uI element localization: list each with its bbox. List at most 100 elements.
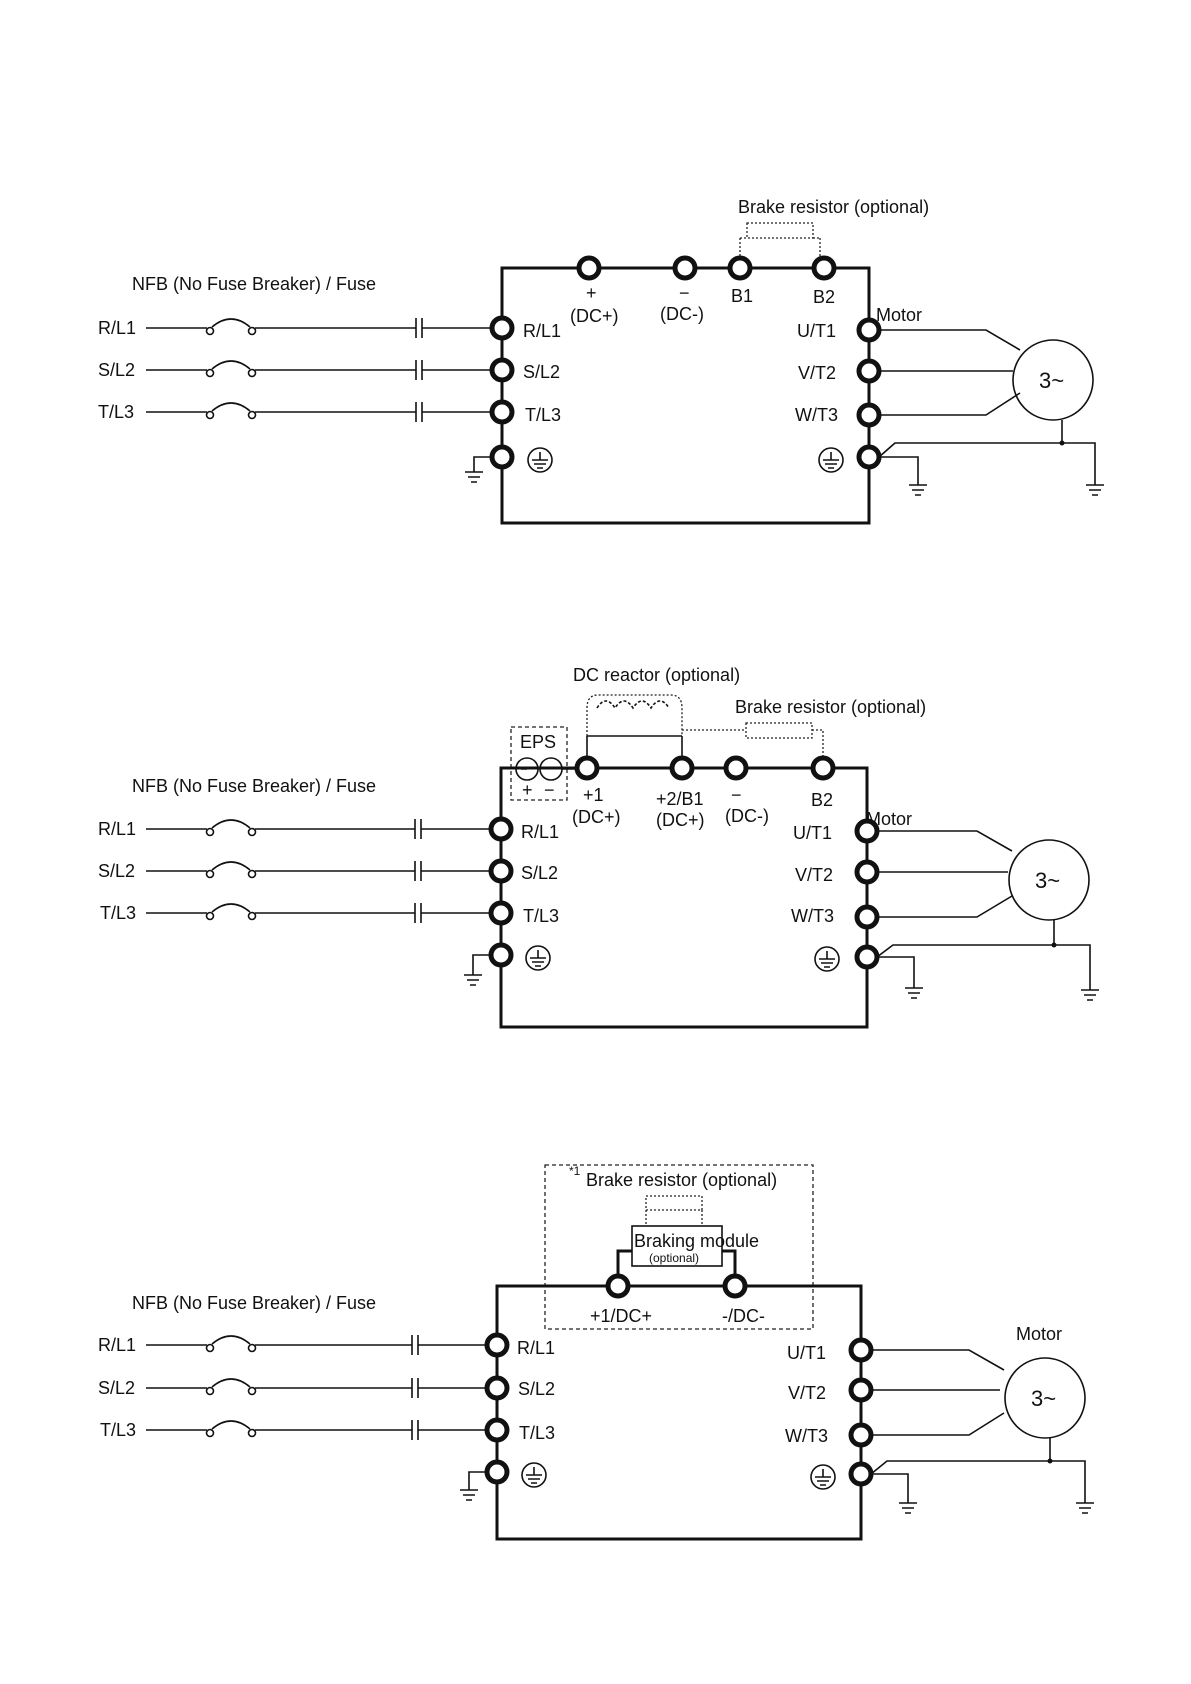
terminal bbox=[856, 402, 882, 428]
breaker-contact bbox=[211, 1378, 251, 1388]
terminal-dc-minus bbox=[672, 255, 698, 281]
breaker-contact bbox=[211, 1420, 251, 1430]
terminal bbox=[489, 357, 515, 383]
motor-ground-wire bbox=[870, 1438, 1094, 1514]
terminal-label: S/L2 bbox=[521, 863, 558, 883]
protective-earth-icon bbox=[818, 447, 844, 473]
terminal bbox=[856, 358, 882, 384]
terminal-b1 bbox=[727, 255, 753, 281]
motor-icon bbox=[1008, 839, 1090, 921]
ground-symbol-icon bbox=[871, 1473, 917, 1514]
breaker-contact bbox=[211, 1335, 251, 1345]
fuse-symbol bbox=[411, 1335, 419, 1355]
breaker-contact bbox=[211, 861, 251, 871]
eps-minus: − bbox=[544, 780, 555, 800]
terminal-plus-1-dc-plus bbox=[605, 1273, 631, 1299]
brake-resistor-label: Brake resistor (optional) bbox=[738, 197, 929, 217]
terminal bbox=[848, 1377, 874, 1403]
fuse-symbol bbox=[415, 402, 423, 422]
eps-lead bbox=[501, 767, 577, 770]
terminal bbox=[848, 1422, 874, 1448]
terminal-label: (DC-) bbox=[660, 304, 704, 324]
terminal-b2 bbox=[811, 255, 837, 281]
terminal bbox=[489, 399, 515, 425]
input-label: R/L1 bbox=[98, 1335, 136, 1355]
terminal bbox=[854, 859, 880, 885]
fuse-symbol bbox=[414, 903, 422, 923]
dc-reactor-label: DC reactor (optional) bbox=[573, 665, 740, 685]
brake-resistor-leads bbox=[682, 729, 824, 768]
nfb-label: NFB (No Fuse Breaker) / Fuse bbox=[132, 274, 376, 294]
terminal bbox=[854, 818, 880, 844]
input-line-sl2: S/L2 bbox=[98, 1378, 497, 1398]
terminal-label: U/T1 bbox=[797, 321, 836, 341]
ground-terminal bbox=[848, 1461, 874, 1487]
motor-icon bbox=[1012, 339, 1094, 421]
fuse-symbol bbox=[415, 318, 423, 338]
brake-resistor-symbol bbox=[746, 222, 814, 239]
breaker-contact bbox=[211, 819, 251, 829]
input-label: T/L3 bbox=[100, 903, 136, 923]
terminal-label: T/L3 bbox=[523, 906, 559, 926]
input-line-rl1: R/L1 bbox=[98, 318, 502, 338]
terminal bbox=[848, 1337, 874, 1363]
terminal-label: R/L1 bbox=[523, 321, 561, 341]
terminal-label: W/T3 bbox=[795, 405, 838, 425]
motor-symbol: 3~ bbox=[1035, 868, 1060, 893]
eps-box bbox=[510, 726, 568, 801]
terminal bbox=[856, 317, 882, 343]
protective-earth-icon bbox=[521, 1462, 547, 1488]
motor-ground-wire bbox=[878, 420, 1104, 496]
ground-terminal bbox=[854, 944, 880, 970]
terminal-label: U/T1 bbox=[793, 823, 832, 843]
ground-terminal bbox=[484, 1459, 510, 1485]
terminal bbox=[484, 1332, 510, 1358]
terminal-dc-plus bbox=[576, 255, 602, 281]
ground-symbol-icon bbox=[464, 954, 491, 986]
input-line-sl2: S/L2 bbox=[98, 861, 501, 881]
terminal-label: T/L3 bbox=[525, 405, 561, 425]
motor-ground-wire bbox=[876, 920, 1099, 1001]
terminal-label: T/L3 bbox=[519, 1423, 555, 1443]
brake-resistor-symbol bbox=[645, 1195, 703, 1211]
brake-resistor-leads bbox=[739, 237, 821, 267]
terminal-label: R/L1 bbox=[521, 822, 559, 842]
breaker-contact bbox=[211, 402, 251, 412]
brake-resistor-symbol bbox=[745, 722, 813, 739]
breaker-contact bbox=[211, 903, 251, 913]
protective-earth-icon bbox=[810, 1464, 836, 1490]
motor-label: Motor bbox=[1016, 1324, 1062, 1344]
eps-plus: + bbox=[522, 780, 533, 800]
input-label: R/L1 bbox=[98, 819, 136, 839]
footnote-mark: *1 bbox=[569, 1164, 581, 1178]
motor-icon bbox=[1004, 1357, 1086, 1439]
terminal-label: +1 bbox=[583, 785, 604, 805]
nfb-label: NFB (No Fuse Breaker) / Fuse bbox=[132, 1293, 376, 1313]
motor-symbol: 3~ bbox=[1039, 368, 1064, 393]
terminal-label: V/T2 bbox=[788, 1383, 826, 1403]
input-line-tl3: T/L3 bbox=[100, 1420, 497, 1440]
terminal-label: V/T2 bbox=[795, 865, 833, 885]
fuse-symbol bbox=[414, 819, 422, 839]
terminal-label: (DC+) bbox=[570, 306, 619, 326]
ground-symbol-icon bbox=[879, 456, 927, 496]
terminal-label: − bbox=[731, 785, 742, 805]
protective-earth-icon bbox=[527, 447, 553, 473]
input-label: S/L2 bbox=[98, 861, 135, 881]
braking-module-box bbox=[631, 1225, 723, 1267]
dc-reactor-coil-icon bbox=[586, 694, 683, 736]
brake-resistor-label: Brake resistor (optional) bbox=[586, 1170, 777, 1190]
terminal-label: -/DC- bbox=[722, 1306, 765, 1326]
terminal-label: +2/B1 bbox=[656, 789, 704, 809]
terminal bbox=[484, 1417, 510, 1443]
terminal-plus-1 bbox=[574, 755, 600, 781]
terminal-label: W/T3 bbox=[785, 1426, 828, 1446]
terminal-label: W/T3 bbox=[791, 906, 834, 926]
fuse-symbol bbox=[414, 861, 422, 881]
breaker-contact bbox=[211, 318, 251, 328]
terminal bbox=[488, 858, 514, 884]
brake-resistor-label: Brake resistor (optional) bbox=[735, 697, 926, 717]
ground-terminal bbox=[488, 942, 514, 968]
wiring-diagram-1: Brake resistor (optional) NFB (No Fuse B… bbox=[98, 197, 1104, 525]
